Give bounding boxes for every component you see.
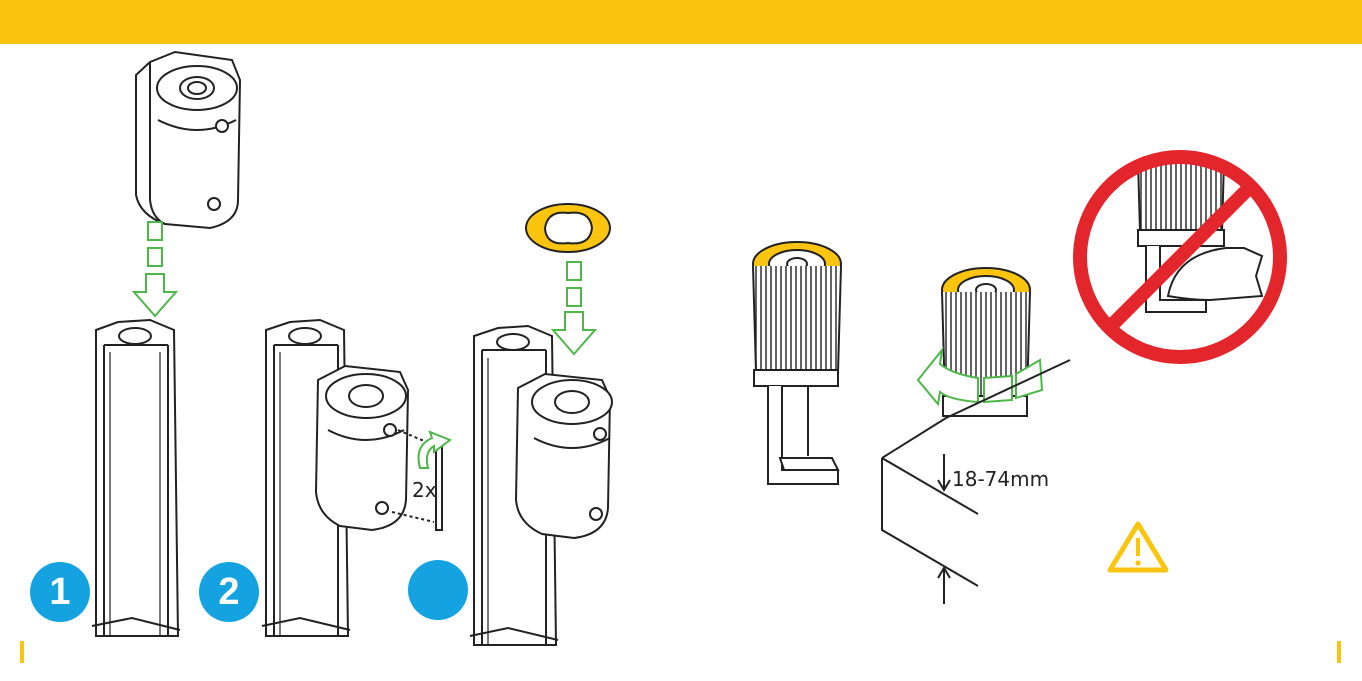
repeat-count-label: 2x xyxy=(412,478,437,502)
step-badge-2: 2 xyxy=(199,562,259,622)
yellow-washer xyxy=(526,204,610,252)
clamp-standalone xyxy=(753,242,841,484)
page-mark-left xyxy=(20,641,24,663)
clamp-range-label: 18-74mm xyxy=(952,467,1049,491)
step-badge-3 xyxy=(408,560,468,620)
mount-head-top xyxy=(136,52,240,228)
down-arrow-icon xyxy=(134,222,176,316)
step-badge-1: 1 xyxy=(30,562,90,622)
mount-head-final xyxy=(516,374,612,538)
no-sign-icon xyxy=(1080,157,1280,357)
rail-1 xyxy=(92,320,180,636)
down-arrow-icon-2 xyxy=(553,262,595,354)
rotate-arrow-icon xyxy=(419,432,451,468)
page-mark-right xyxy=(1337,641,1341,663)
warning-icon xyxy=(1110,524,1166,570)
mount-head-attached xyxy=(316,366,408,530)
